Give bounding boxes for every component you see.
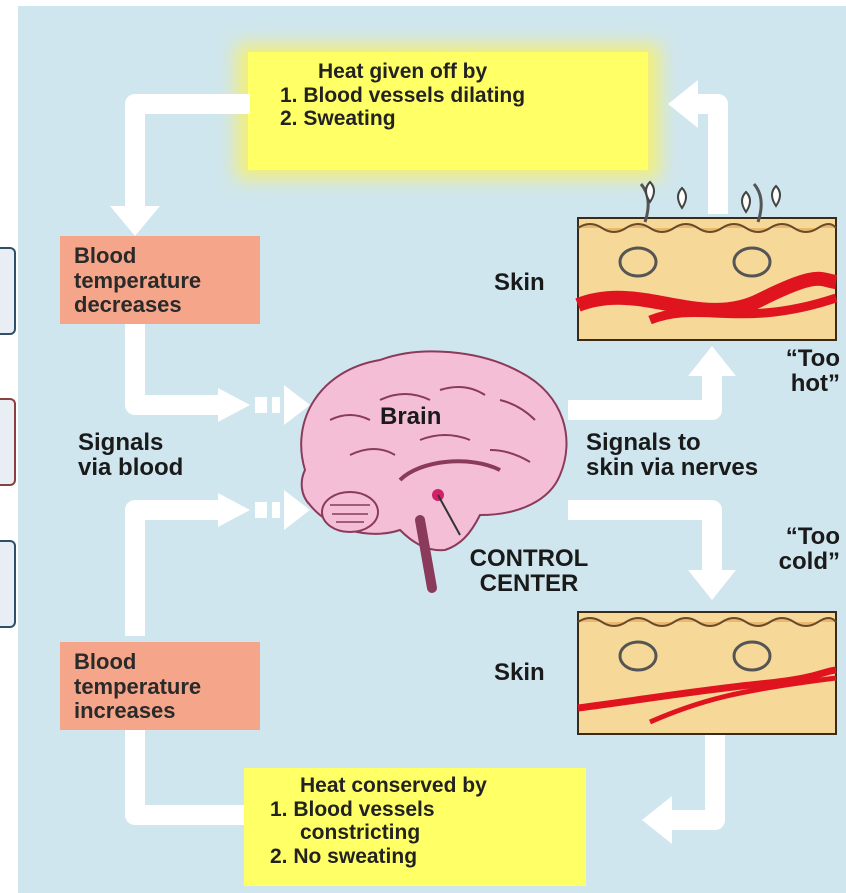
- arrow-icon: [218, 388, 250, 422]
- signals-via-nerves-label: Signals to skin via nerves: [586, 430, 758, 480]
- arrow-icon: [688, 570, 736, 600]
- arrow-icon: [218, 493, 250, 527]
- arrow-icon: [568, 374, 712, 410]
- too-cold-line: cold”: [730, 549, 840, 574]
- arrow-icon: [135, 104, 250, 208]
- skin-cross-section-icon: [578, 612, 836, 734]
- heat-conserved-title: Heat conserved by: [270, 774, 487, 798]
- signals-via-blood-line: Signals: [78, 430, 183, 455]
- too-hot-line: hot”: [750, 371, 840, 396]
- control-center-line: CONTROL: [444, 546, 614, 571]
- control-center-label: CONTROL CENTER: [444, 546, 614, 596]
- skin-label-top: Skin: [494, 270, 545, 295]
- skin-cross-section-icon: [578, 184, 836, 340]
- heat-conserved-item-2: 2. No sweating: [270, 845, 487, 869]
- heat-conserved-item-1-cont: constricting: [270, 821, 487, 845]
- arrow-icon: [642, 796, 672, 844]
- temperature-decreases-line: temperature: [74, 269, 250, 294]
- too-cold-label: “Too cold”: [730, 524, 840, 574]
- signals-via-nerves-line: skin via nerves: [586, 455, 758, 480]
- heat-conserved-item-1: 1. Blood vessels: [270, 798, 487, 822]
- arrow-icon: [135, 322, 220, 405]
- too-hot-line: “Too: [750, 346, 840, 371]
- temperature-decreases-line: Blood: [74, 244, 250, 269]
- heat-given-off-title: Heat given off by: [280, 60, 525, 84]
- too-cold-line: “Too: [730, 524, 840, 549]
- arrow-icon: [670, 730, 715, 820]
- arrow-icon: [688, 346, 736, 376]
- temperature-decreases-box: Blood temperature decreases: [60, 236, 260, 324]
- signals-via-blood-line: via blood: [78, 455, 183, 480]
- heat-given-off-item-2: 2. Sweating: [280, 107, 525, 131]
- temperature-increases-line: Blood: [74, 650, 250, 675]
- control-center-line: CENTER: [444, 571, 614, 596]
- arrow-icon: [668, 80, 698, 128]
- skin-label-bottom: Skin: [494, 660, 545, 685]
- temperature-increases-line: increases: [74, 699, 250, 724]
- arrow-icon: [135, 510, 220, 636]
- too-hot-label: “Too hot”: [750, 346, 840, 396]
- arrow-icon: [695, 104, 718, 214]
- arrow-icon: [110, 206, 160, 236]
- temperature-increases-box: Blood temperature increases: [60, 642, 260, 730]
- temperature-decreases-line: decreases: [74, 293, 250, 318]
- heat-given-off-item-1: 1. Blood vessels dilating: [280, 84, 525, 108]
- temperature-increases-line: temperature: [74, 675, 250, 700]
- heat-conserved-text: Heat conserved by 1. Blood vessels const…: [270, 774, 487, 869]
- brain-label: Brain: [380, 404, 441, 429]
- heat-given-off-box: Heat given off by 1. Blood vessels dilat…: [280, 60, 525, 131]
- signals-via-blood-label: Signals via blood: [78, 430, 183, 480]
- signals-via-nerves-line: Signals to: [586, 430, 758, 455]
